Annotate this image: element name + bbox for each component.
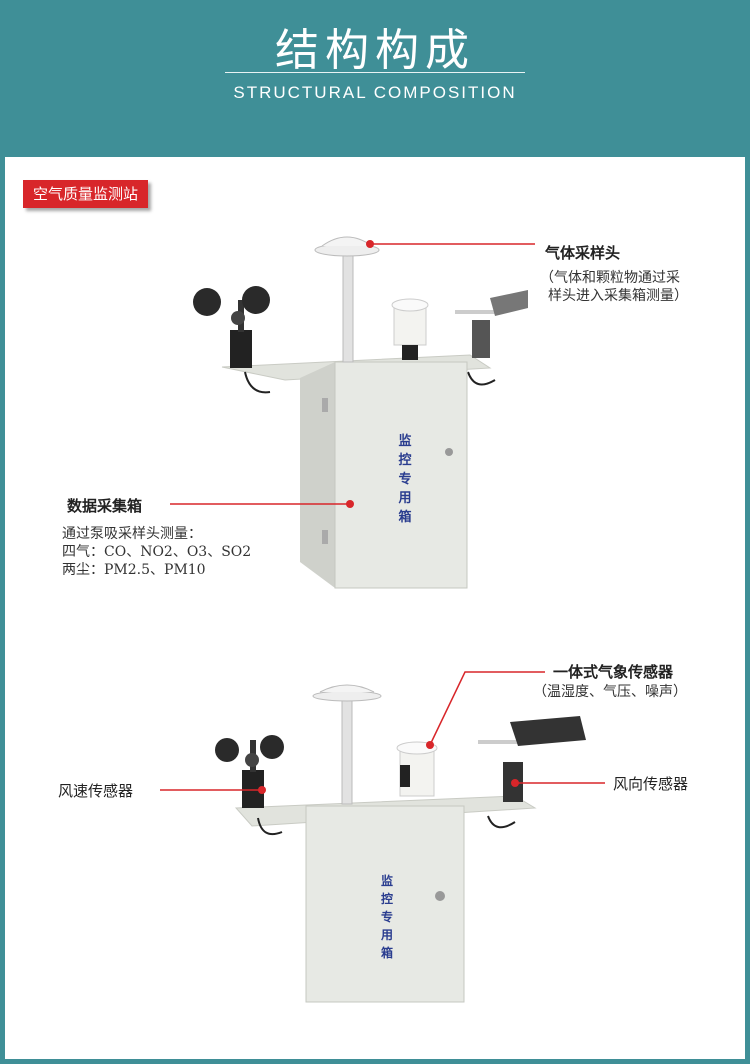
wind-dir-label: 风向传感器 (613, 775, 689, 793)
wind-speed-label: 风速传感器 (58, 782, 134, 800)
bottom-cabinet-text: 监 控 专 用 箱 (380, 874, 393, 960)
top-wind-speed-body (230, 330, 252, 368)
data-box-desc-3: 两尘：PM2.5、PM10 (62, 562, 206, 578)
weather-sensor-desc: （温湿度、气压、噪声） (533, 684, 687, 700)
data-box-desc-1: 通过泵吸采样头测量： (62, 526, 202, 542)
top-shield (393, 304, 427, 346)
gas-sampler-desc-2: 样头进入采集箱测量） (548, 288, 688, 304)
bottom-cabinet (305, 805, 465, 1003)
top-cabinet (334, 361, 468, 589)
top-pole (342, 249, 354, 363)
gas-sampler-desc-1: （气体和颗粒物通过采 (540, 270, 680, 286)
bottom-cabinet-lock (435, 891, 445, 901)
title-divider (225, 72, 525, 73)
data-box-label: 数据采集箱 (67, 497, 143, 515)
top-cabinet-side (300, 362, 335, 588)
page-subtitle: STRUCTURAL COMPOSITION (233, 83, 517, 102)
bottom-wind-speed-body (242, 770, 264, 808)
section-tag: 空气质量监测站 (23, 180, 149, 208)
page-title: 结构构成 (275, 25, 475, 76)
data-box-desc-2: 四气：CO、NO2、O3、SO2 (62, 544, 252, 560)
top-cabinet-lock (445, 448, 453, 456)
gas-sampler-label: 气体采样头 (545, 244, 621, 262)
top-wind-dir-body (472, 320, 490, 358)
top-cabinet-text: 监 控 专 用 箱 (398, 434, 412, 525)
bottom-station (160, 671, 605, 1003)
top-station (170, 236, 535, 589)
page-header: 结构构成 STRUCTURAL COMPOSITION (0, 0, 750, 155)
bottom-pole (341, 697, 353, 805)
weather-sensor-label: 一体式气象传感器 (553, 663, 674, 681)
